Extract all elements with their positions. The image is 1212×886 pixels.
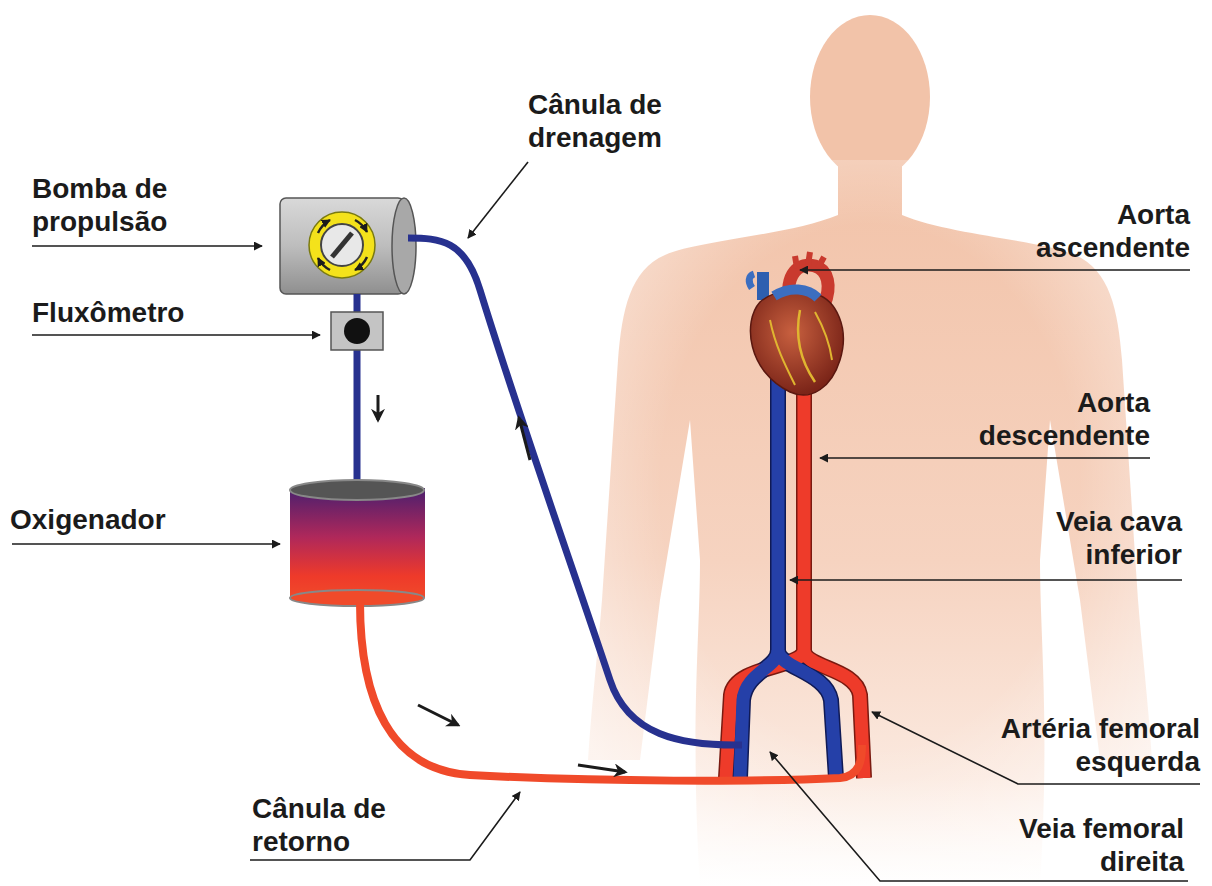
flow-arrows	[378, 395, 625, 772]
part-label: Cânula de drenagem	[528, 88, 708, 154]
part-label: Aorta ascendente	[980, 198, 1190, 264]
drainage-cannula	[408, 238, 742, 745]
leader-lines	[12, 162, 1200, 881]
great-vessels	[726, 360, 864, 778]
part-label: Oxigenador	[10, 503, 230, 536]
flowmeter	[331, 312, 383, 350]
part-label: Cânula de retorno	[252, 792, 432, 858]
part-label: Veia cava inferior	[1007, 505, 1182, 571]
part-label: Bomba de propulsão	[32, 172, 222, 238]
propulsion-pump	[280, 198, 416, 294]
body-silhouette	[580, 15, 1160, 886]
return-cannula	[360, 602, 862, 781]
part-label: Fluxômetro	[32, 296, 252, 329]
part-label: Aorta descendente	[920, 386, 1150, 452]
part-label: Artéria femoral esquerda	[930, 712, 1200, 778]
heart	[749, 252, 843, 395]
oxygenator	[290, 480, 425, 606]
part-label: Veia femoral direita	[944, 812, 1184, 878]
